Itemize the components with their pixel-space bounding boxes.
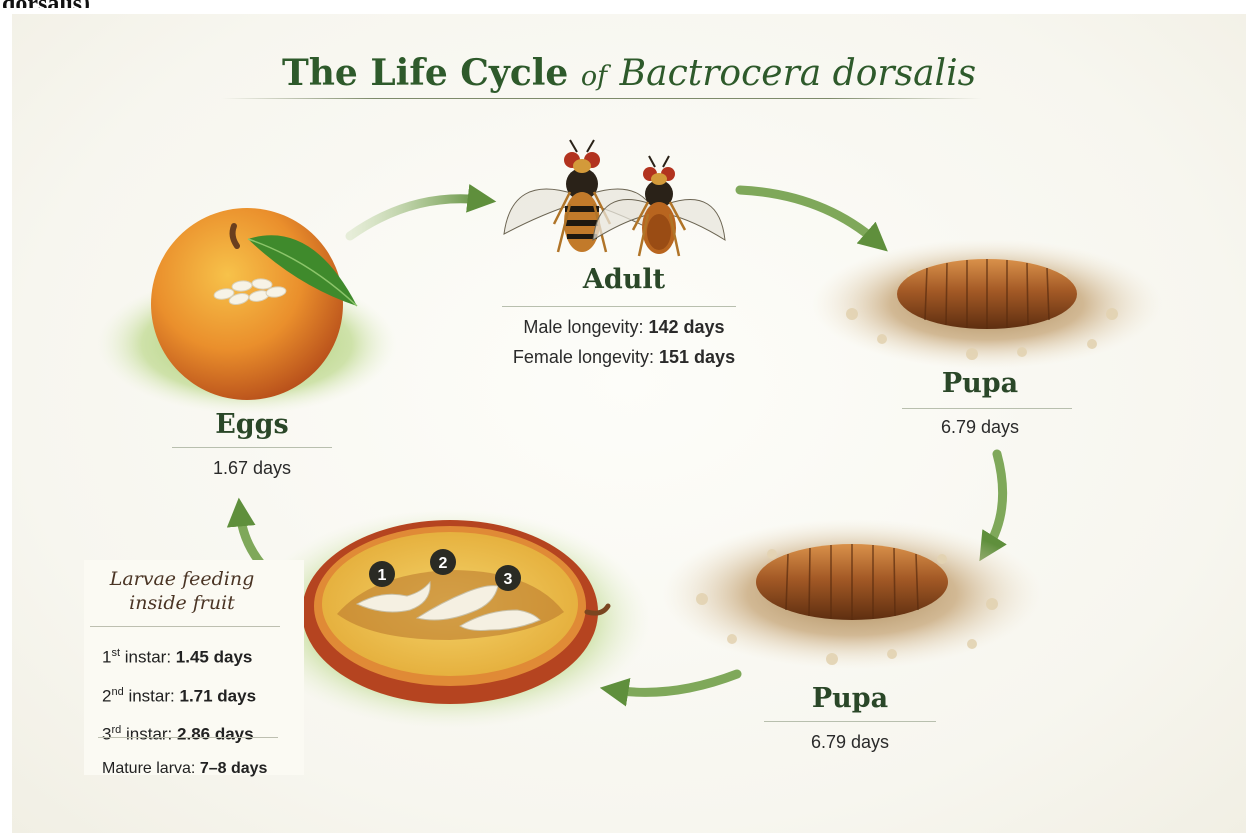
pupa-top-days: 6.79 days — [890, 412, 1070, 442]
larva-badge: 3 — [495, 565, 521, 591]
title-prefix: The Life Cycle — [282, 52, 568, 94]
eggs-divider — [172, 447, 332, 448]
instar-3: 3rd instar: 2.86 days — [102, 713, 267, 752]
pupa-bottom-days: 6.79 days — [760, 727, 940, 757]
svg-text:1: 1 — [378, 567, 387, 584]
larva-badge: 1 — [369, 561, 395, 587]
svg-text:3: 3 — [504, 571, 513, 588]
pupa-in-soil-icon — [812, 239, 1162, 369]
mature-larva: Mature larva: 7–8 days — [102, 752, 267, 786]
cycle-arrow-icon — [740, 190, 877, 242]
title-divider — [222, 98, 982, 99]
pupa-bottom-duration: 6.79 days — [760, 727, 940, 757]
eggs-days: 1.67 days — [162, 453, 342, 483]
instar-2: 2nd instar: 1.71 days — [102, 675, 267, 714]
pupa-top-divider — [902, 408, 1072, 409]
adult-divider — [502, 306, 736, 307]
life-cycle-panel: 1 2 3 The Life Cycle of Bactrocera dorsa… — [12, 14, 1246, 833]
larvae-stage-title: Larvae feeding inside fruit — [84, 567, 280, 615]
cropped-heading: dorsalis) — [0, 0, 90, 8]
svg-text:2: 2 — [439, 555, 448, 572]
mature-divider — [98, 737, 278, 738]
larvae-divider — [90, 626, 280, 627]
eggs-stage-title: Eggs — [162, 409, 342, 440]
male-longevity: Male longevity: 142 days — [482, 312, 766, 342]
larva-badge: 2 — [430, 549, 456, 575]
split-fruit-with-larvae-icon: 1 2 3 — [250, 509, 650, 729]
larvae-title-line1: Larvae feeding — [84, 567, 280, 591]
cycle-arrow-icon — [614, 674, 737, 692]
instar-1: 1st instar: 1.45 days — [102, 636, 267, 675]
pupa-top-title: Pupa — [890, 368, 1070, 399]
pupa-bottom-divider — [764, 721, 936, 722]
adult-flies-icon — [504, 140, 725, 256]
pupa-top-duration: 6.79 days — [890, 412, 1070, 442]
female-longevity: Female longevity: 151 days — [482, 342, 766, 372]
title-species: Bactrocera dorsalis — [620, 53, 976, 94]
instar-list: 1st instar: 1.45 days 2nd instar: 1.71 d… — [102, 636, 267, 786]
adult-longevity: Male longevity: 142 days Female longevit… — [482, 312, 766, 372]
cycle-arrow-icon — [350, 199, 482, 236]
pupa-bottom-title: Pupa — [760, 683, 940, 714]
title-connector: of — [581, 61, 607, 92]
pupa-in-soil-icon — [662, 519, 1042, 669]
diagram-title: The Life Cycle of Bactrocera dorsalis — [12, 52, 1246, 94]
cycle-arrow-icon — [987, 454, 1003, 549]
larvae-title-line2: inside fruit — [84, 591, 280, 615]
adult-stage-title: Adult — [524, 264, 724, 295]
eggs-duration: 1.67 days — [162, 453, 342, 483]
